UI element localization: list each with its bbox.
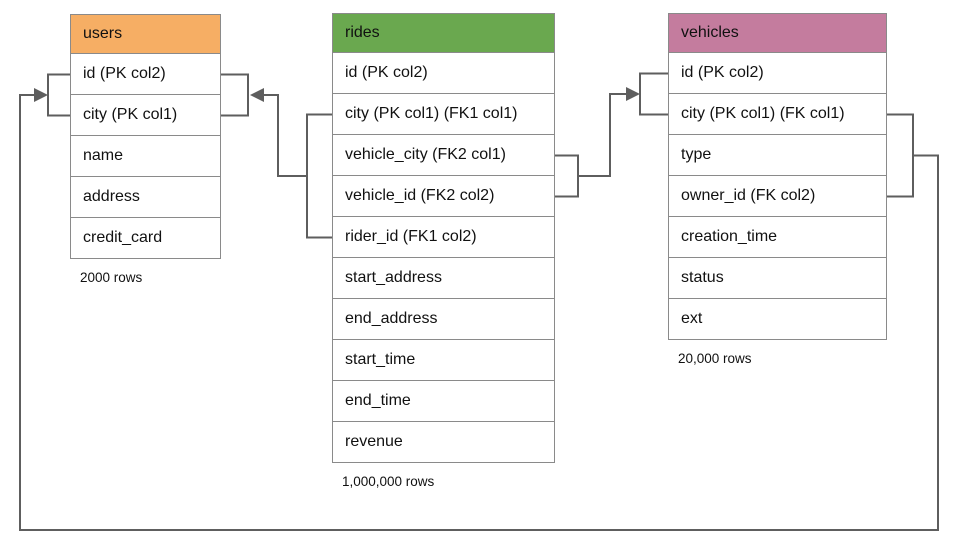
table-users-header: users — [70, 14, 221, 54]
column-label: city (PK col1) — [83, 106, 178, 123]
table-rides-rowcount: 1,000,000 rows — [342, 474, 435, 489]
column-label: id (PK col2) — [345, 64, 428, 81]
users-right-bracket — [221, 73, 249, 117]
column-label: status — [681, 269, 724, 286]
column-label: address — [83, 188, 140, 205]
column-label: vehicle_city (FK2 col1) — [345, 146, 506, 163]
table-column-row: rider_id (FK1 col2) — [332, 217, 555, 258]
column-label: revenue — [345, 433, 403, 450]
table-vehicles-title: vehicles — [681, 24, 739, 41]
column-label: end_time — [345, 392, 411, 409]
table-vehicles-rowcount: 20,000 rows — [678, 351, 752, 366]
rides-left-bracket — [306, 113, 332, 239]
column-label: creation_time — [681, 228, 778, 245]
table-column-row: vehicle_id (FK2 col2) — [332, 176, 555, 217]
table-column-row: city (PK col1) (FK1 col1) — [332, 94, 555, 135]
arrowhead-into-vehicles — [626, 87, 640, 101]
column-label: city (PK col1) (FK col1) — [681, 105, 845, 122]
column-label: ext — [681, 310, 703, 327]
table-users-columns: id (PK col2) city (PK col1) name address… — [70, 54, 221, 259]
table-rides: rides id (PK col2) city (PK col1) (FK1 c… — [332, 13, 555, 489]
table-users: users id (PK col2) city (PK col1) name a… — [70, 14, 221, 285]
table-vehicles-columns: id (PK col2) city (PK col1) (FK col1) ty… — [668, 53, 887, 340]
table-vehicles: vehicles id (PK col2) city (PK col1) (FK… — [668, 13, 887, 366]
arrowhead-into-users-left — [34, 88, 48, 102]
rides-to-users-line — [263, 94, 307, 177]
table-column-row: id (PK col2) — [70, 54, 221, 95]
column-label: credit_card — [83, 229, 163, 246]
column-label: start_time — [345, 351, 416, 368]
column-label: id (PK col2) — [681, 64, 764, 81]
rides-right-bracket — [555, 154, 579, 198]
table-column-row: id (PK col2) — [332, 53, 555, 94]
table-column-row: ext — [668, 299, 887, 340]
table-column-row: creation_time — [668, 217, 887, 258]
table-rides-title: rides — [345, 24, 380, 41]
table-column-row: vehicle_city (FK2 col1) — [332, 135, 555, 176]
column-label: start_address — [345, 269, 442, 286]
table-column-row: type — [668, 135, 887, 176]
column-label: id (PK col2) — [83, 65, 166, 82]
column-label: owner_id (FK col2) — [681, 187, 816, 204]
column-label: rider_id (FK1 col2) — [345, 228, 477, 245]
column-label: city (PK col1) (FK1 col1) — [345, 105, 518, 122]
table-column-row: end_time — [332, 381, 555, 422]
table-column-row: city (PK col1) — [70, 95, 221, 136]
table-column-row: start_address — [332, 258, 555, 299]
table-vehicles-header: vehicles — [668, 13, 887, 53]
table-column-row: owner_id (FK col2) — [668, 176, 887, 217]
rides-to-vehicles-line — [578, 93, 627, 177]
table-users-rowcount: 2000 rows — [80, 270, 143, 285]
table-rides-columns: id (PK col2) city (PK col1) (FK1 col1) v… — [332, 53, 555, 463]
table-column-row: start_time — [332, 340, 555, 381]
arrowhead-into-users-right — [250, 88, 264, 102]
column-label: end_address — [345, 310, 438, 327]
column-label: type — [681, 146, 712, 163]
table-column-row: revenue — [332, 422, 555, 463]
column-label: name — [83, 147, 124, 164]
table-column-row: city (PK col1) (FK col1) — [668, 94, 887, 135]
table-column-row: id (PK col2) — [668, 53, 887, 94]
table-column-row: status — [668, 258, 887, 299]
table-column-row: address — [70, 177, 221, 218]
table-users-title: users — [83, 25, 123, 42]
table-column-row: credit_card — [70, 218, 221, 259]
table-column-row: end_address — [332, 299, 555, 340]
vehicles-right-bracket — [887, 113, 914, 198]
vehicles-left-bracket — [639, 72, 668, 116]
column-label: vehicle_id (FK2 col2) — [345, 187, 495, 204]
users-left-bracket — [47, 73, 70, 117]
table-rides-header: rides — [332, 13, 555, 53]
table-column-row: name — [70, 136, 221, 177]
